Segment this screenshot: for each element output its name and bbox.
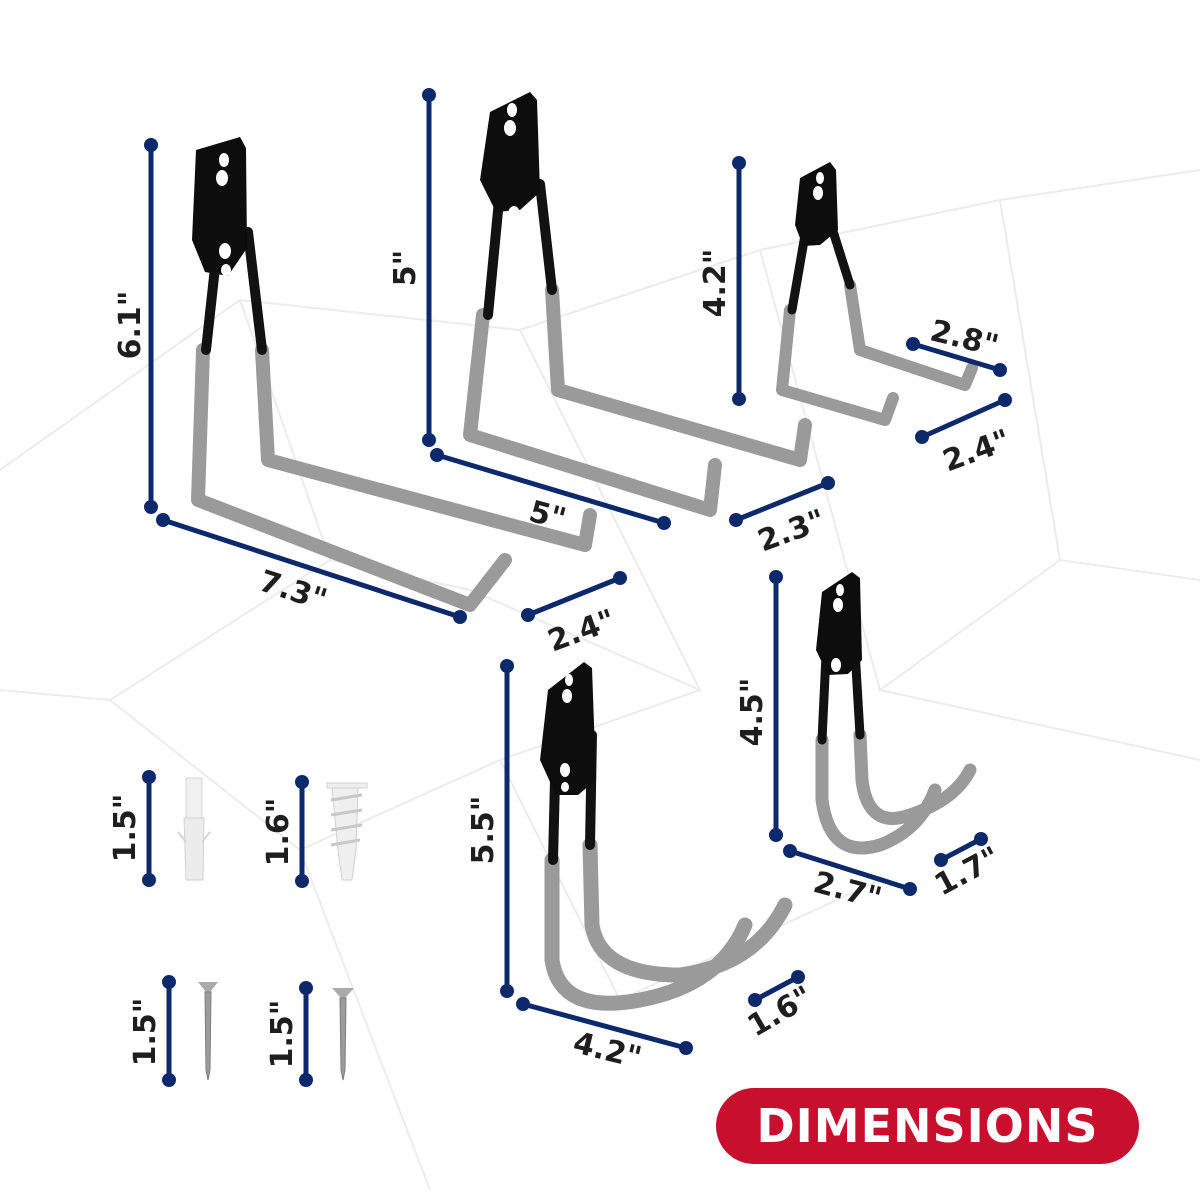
svg-text:1.6": 1.6" [261,798,296,867]
svg-text:5.5": 5.5" [466,796,501,865]
screw-b-dimension: 1.5" [265,981,313,1087]
svg-text:2.4": 2.4" [938,423,1015,479]
svg-text:1.5": 1.5" [128,998,163,1067]
svg-text:1.5": 1.5" [108,794,143,863]
plastic-anchor [177,777,211,881]
small-flat-hook [776,162,978,426]
dimensions-badge-label: DIMENSIONS [756,1099,1099,1153]
svg-text:4.2": 4.2" [698,249,733,318]
medium-flat-hook [463,92,812,517]
medium-hook-height-dimension: 5" [388,88,436,447]
svg-text:6.1": 6.1" [113,291,148,360]
screw-a-dimension: 1.5" [128,975,176,1087]
svg-text:2.3": 2.3" [753,503,830,559]
small-hook-width-dimension: 2.4" [915,393,1015,479]
svg-text:5": 5" [388,250,423,287]
large-j-hook-height-dimension: 5.5" [466,659,514,998]
small-hook-height-dimension: 4.2" [698,156,746,406]
svg-text:2.7": 2.7" [810,865,885,917]
plastic-anchor-dimension: 1.5" [108,770,156,887]
screw-b [332,988,354,1081]
svg-text:1.5": 1.5" [265,1000,300,1069]
medium-hook-width-dimension: 2.3" [729,476,835,559]
small-j-hook-length-dimension: 2.7" [783,844,917,917]
drywall-anchor [326,782,368,881]
background-web [0,169,1200,1191]
large-j-hook-width-dimension: 1.6" [742,970,819,1044]
small-j-hook-height-dimension: 4.5" [735,570,783,842]
drywall-anchor-dimension: 1.6" [261,775,309,888]
screw-a [198,982,218,1081]
large-hook-width-dimension: 2.4" [521,571,627,659]
small-j-hook-width-dimension: 1.7" [929,832,1006,903]
svg-text:1.7": 1.7" [929,840,1006,903]
svg-text:2.8": 2.8" [927,313,1002,364]
large-hook-length-dimension: 7.3" [156,513,467,624]
large-flat-hook [191,137,597,612]
small-j-hook [815,572,977,855]
dimensions-badge: DIMENSIONS [716,1088,1139,1164]
large-hook-height-dimension: 6.1" [113,138,158,514]
large-j-hook [540,662,793,1011]
svg-text:4.5": 4.5" [735,678,770,747]
